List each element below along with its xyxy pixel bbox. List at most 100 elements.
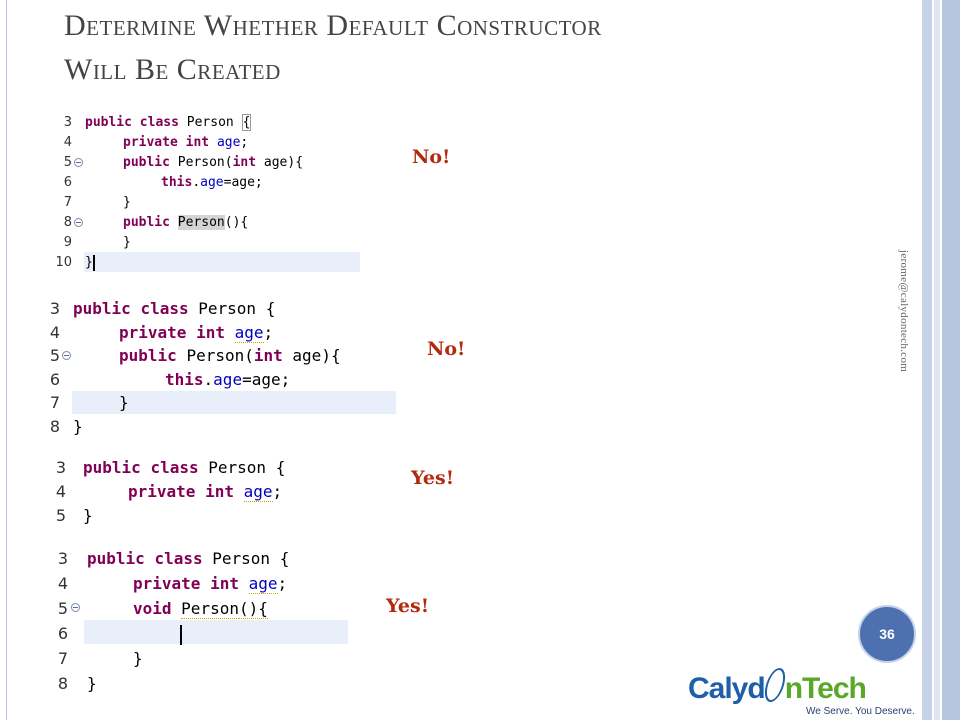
code-token: ( — [244, 346, 254, 365]
code-token — [239, 574, 249, 593]
code-token: } — [83, 506, 93, 525]
code-token: =age; — [242, 369, 291, 389]
keyword: void — [133, 599, 172, 618]
line-number: 4 — [55, 482, 66, 501]
code-token: Person — [181, 599, 239, 619]
line-number: 6 — [49, 369, 60, 389]
code-token: ; — [263, 322, 274, 342]
code-token — [266, 458, 276, 477]
code-token: public Person(int age){ — [119, 344, 341, 368]
code-token — [170, 155, 178, 170]
code-token: private int age; — [119, 321, 273, 345]
code-token: } — [85, 253, 95, 273]
line-number: 7 — [57, 649, 68, 668]
field-name: age — [216, 135, 241, 150]
code-line: 9} — [40, 233, 131, 253]
page-number-badge: 36 — [858, 605, 916, 663]
code-line: 5 public Person(int age){ — [40, 344, 341, 368]
code-token — [131, 299, 141, 318]
code-token — [170, 215, 178, 230]
code-token: Person — [186, 346, 245, 365]
line-number: 6 — [57, 624, 68, 643]
line-number: 3 — [49, 299, 60, 318]
fold-icon[interactable] — [71, 603, 80, 612]
code-token — [189, 299, 199, 318]
code-token: } — [123, 235, 131, 250]
code-token: ; — [272, 482, 283, 501]
field-name: age — [243, 482, 273, 502]
code-token: (){ — [224, 215, 249, 230]
keyword: public — [123, 215, 170, 230]
line-number: 7 — [63, 195, 72, 210]
keyword: private — [123, 135, 178, 150]
code-token — [200, 574, 210, 593]
code-token: } — [73, 416, 83, 436]
line-number: 8 — [63, 215, 72, 230]
code-line: 4 private int age; — [40, 133, 249, 153]
code-token: public class Person { — [83, 456, 285, 480]
field-name: age — [213, 369, 243, 389]
code-token — [178, 135, 186, 150]
code-token — [203, 549, 213, 568]
keyword: private — [128, 482, 196, 501]
code-token: Person — [198, 299, 257, 318]
keyword: int — [185, 135, 210, 150]
fold-icon[interactable] — [62, 351, 71, 360]
code-token: void Person(){ — [133, 596, 268, 621]
code-token: } — [133, 649, 143, 668]
code-token: private int age; — [123, 133, 248, 153]
verdict-label-4: Yes! — [386, 595, 430, 617]
fold-icon[interactable] — [74, 158, 83, 167]
line-number: 4 — [63, 135, 72, 150]
keyword: public — [85, 115, 132, 130]
line-number: 9 — [63, 235, 72, 250]
code-token — [132, 115, 140, 130]
code-token — [225, 323, 235, 342]
code-token: } — [87, 674, 97, 693]
code-token: age){ — [282, 346, 341, 365]
keyword: int — [210, 574, 239, 593]
code-line: 8} — [52, 671, 97, 696]
keyword: class — [154, 549, 203, 568]
code-token: Person — [212, 549, 271, 568]
keyword: private — [133, 574, 201, 593]
line-number: 5 — [49, 346, 60, 365]
keyword: int — [205, 482, 234, 501]
verdict-label-1: No! — [412, 146, 451, 168]
code-token: } — [123, 195, 131, 210]
line-number: 6 — [63, 175, 72, 190]
code-token: private int age; — [133, 571, 287, 596]
title-line-1: Determine Whether Default Constructor — [64, 9, 602, 42]
line-number: 10 — [55, 255, 72, 270]
keyword: int — [253, 346, 283, 365]
code-token: =age; — [223, 175, 263, 190]
line-number: 4 — [57, 574, 68, 593]
slide-border-line — [6, 0, 7, 720]
code-token: public Person(int age){ — [123, 153, 303, 173]
code-token — [234, 115, 242, 130]
keyword: int — [196, 322, 225, 342]
code-token — [141, 458, 151, 477]
code-token — [234, 482, 244, 501]
current-line-highlight — [72, 391, 396, 414]
keyword: class — [140, 299, 189, 318]
code-token: age){ — [256, 155, 304, 170]
code-token: { — [279, 549, 290, 568]
code-token: . — [203, 369, 214, 389]
code-token: . — [192, 175, 201, 190]
code-token: { — [241, 114, 252, 131]
code-token: ; — [277, 574, 288, 593]
fold-icon[interactable] — [74, 218, 83, 227]
code-line: 4 private int age; — [52, 480, 282, 504]
code-token: ; — [240, 135, 249, 150]
current-line-highlight — [84, 620, 348, 644]
field-name: age — [248, 574, 278, 594]
